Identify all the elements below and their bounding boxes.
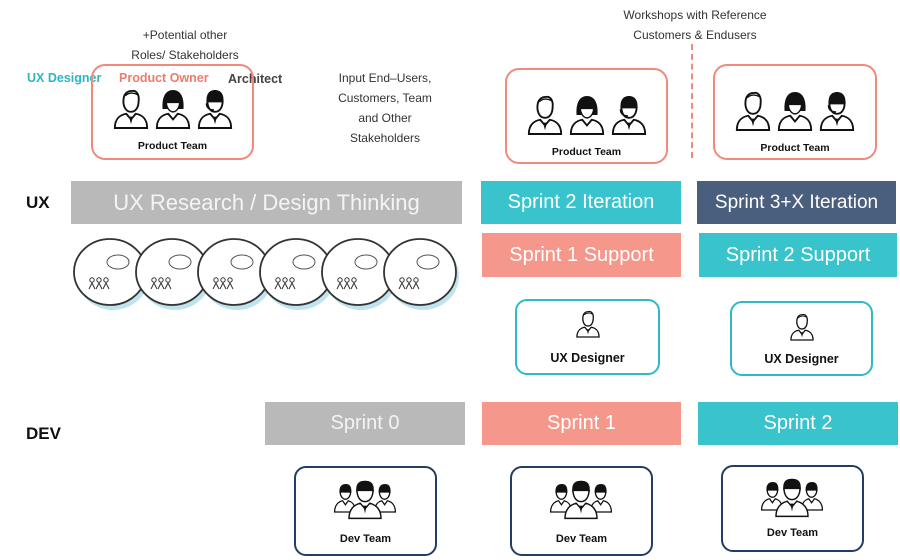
ux-designer-label: UX Designer bbox=[550, 351, 625, 365]
person-female-icon bbox=[776, 90, 814, 132]
design-thinking-illustration bbox=[73, 238, 459, 310]
product-team-label: Product Team bbox=[137, 140, 208, 152]
role-product-owner: Product Owner bbox=[119, 71, 209, 85]
prototype-sketch-bubble bbox=[321, 238, 395, 306]
sprint-2-iteration-bar: Sprint 2 Iteration bbox=[481, 181, 681, 224]
note-line: Customers & Endusers bbox=[633, 28, 757, 42]
team-group-icon bbox=[760, 477, 824, 519]
sprint-1-bar: Sprint 1 bbox=[482, 402, 681, 445]
person-female-icon bbox=[154, 88, 192, 130]
sprint-3x-iteration-bar: Sprint 3+X Iteration bbox=[697, 181, 896, 224]
dev-team-label: Dev Team bbox=[555, 533, 608, 545]
product-team-label: Product Team bbox=[760, 142, 830, 154]
dev-team-label: Dev Team bbox=[766, 527, 819, 539]
sprint-0-bar: Sprint 0 bbox=[265, 402, 465, 445]
product-team-box: Product Team bbox=[713, 64, 877, 160]
ux-row-label: UX bbox=[26, 193, 50, 212]
team-group-icon bbox=[549, 479, 613, 521]
person-male-icon bbox=[526, 94, 564, 136]
dev-team-box: Dev Team bbox=[294, 466, 437, 556]
ux-designer-box: UX Designer bbox=[730, 301, 873, 376]
people-group bbox=[507, 94, 666, 136]
person-male-icon bbox=[575, 309, 601, 339]
ux-designer-box: UX Designer bbox=[515, 299, 660, 375]
sprint-2-bar: Sprint 2 bbox=[698, 402, 898, 445]
ux-designer-label: UX Designer bbox=[764, 352, 839, 366]
ideate-sketch-bubble bbox=[73, 238, 147, 306]
product-team-label: Product Team bbox=[551, 146, 622, 158]
person-male-icon bbox=[734, 90, 772, 132]
note-line: Stakeholders bbox=[349, 131, 421, 145]
person-headset-icon bbox=[610, 94, 648, 136]
test-sketch-bubble bbox=[383, 238, 457, 306]
dev-row-label: DEV bbox=[26, 424, 61, 443]
note-line: Input End–Users, bbox=[338, 71, 432, 85]
dev-team-label: Dev Team bbox=[339, 533, 392, 545]
sprint-1-support-bar: Sprint 1 Support bbox=[482, 233, 681, 277]
person-headset-icon bbox=[196, 88, 234, 130]
person-headset-icon bbox=[818, 90, 856, 132]
research-sketch-bubble bbox=[197, 238, 271, 306]
input-stakeholders-note: Input End–Users, Customers, Team and Oth… bbox=[320, 68, 450, 148]
dev-team-box: Dev Team bbox=[510, 466, 653, 556]
workshop-divider-line bbox=[691, 44, 693, 158]
people-group bbox=[715, 90, 875, 132]
team-group-icon bbox=[333, 479, 397, 521]
product-team-box: Product Team bbox=[505, 68, 668, 164]
ux-research-bar: UX Research / Design Thinking bbox=[71, 181, 462, 224]
note-line: and Other bbox=[358, 111, 412, 125]
people-group bbox=[93, 88, 252, 130]
workshops-note: Workshops with Reference Customers & End… bbox=[590, 5, 800, 45]
role-ux-designer: UX Designer bbox=[27, 71, 102, 85]
person-female-icon bbox=[568, 94, 606, 136]
product-team-box: Product Team bbox=[91, 64, 254, 160]
note-line: Workshops with Reference bbox=[623, 8, 767, 22]
note-line: Customers, Team bbox=[338, 91, 432, 105]
person-male-icon bbox=[789, 312, 815, 342]
potential-stakeholders-note: +Potential other Roles/ Stakeholders bbox=[110, 25, 260, 65]
note-line: Roles/ Stakeholders bbox=[131, 48, 239, 62]
note-line: +Potential other bbox=[142, 28, 228, 42]
sprint-2-support-bar: Sprint 2 Support bbox=[699, 233, 897, 277]
dev-team-box: Dev Team bbox=[721, 465, 864, 552]
person-male-icon bbox=[112, 88, 150, 130]
